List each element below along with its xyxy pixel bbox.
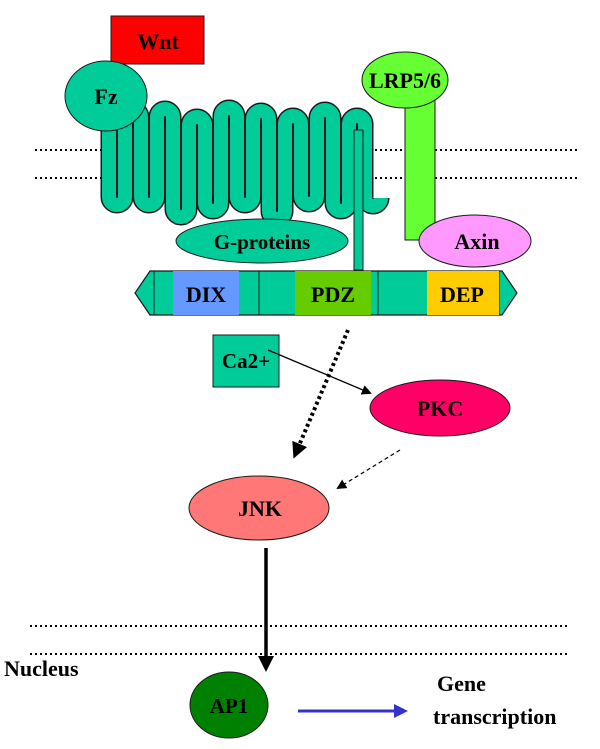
jnk-ellipse [188,475,330,541]
axin-ellipse [418,214,532,268]
gene-label-line2: transcription [433,704,556,729]
axin-label: Axin [454,229,499,254]
gene-label-line1: Gene [437,671,486,696]
g-proteins-label: G-proteins [214,230,310,254]
ca-label: Ca2+ [222,349,270,373]
pkc-to-jnk-arrow [336,449,401,490]
pdz-label: PDZ [311,282,355,307]
lrp-label: LRP5/6 [369,68,441,93]
pkc-label: PKC [417,396,463,421]
jnk-label: JNK [238,496,282,521]
ca-to-pkc-arrow [267,349,372,395]
dix-label: DIX [186,282,226,307]
g-proteins-ellipse [175,218,349,264]
fz-tail [353,129,364,271]
dix-domain [173,271,239,315]
lrp-stalk [404,95,436,241]
wnt-label: Wnt [137,29,179,54]
ca-box [212,334,280,388]
frizzled-transmembrane-fill [86,101,388,226]
fz-ellipse [64,60,148,132]
dep-domain [427,271,499,315]
ap1-ellipse [189,671,269,739]
pkc-ellipse [369,379,511,437]
ap1-label: AP1 [210,694,249,718]
pdz-domain [295,271,371,315]
dvl-to-jnk-arrow [292,329,350,459]
nucleus-label: Nucleus [4,656,79,681]
wnt-box [110,15,205,65]
lrp-ellipse [361,51,449,109]
dep-label: DEP [440,282,484,307]
fz-label: Fz [94,84,117,109]
